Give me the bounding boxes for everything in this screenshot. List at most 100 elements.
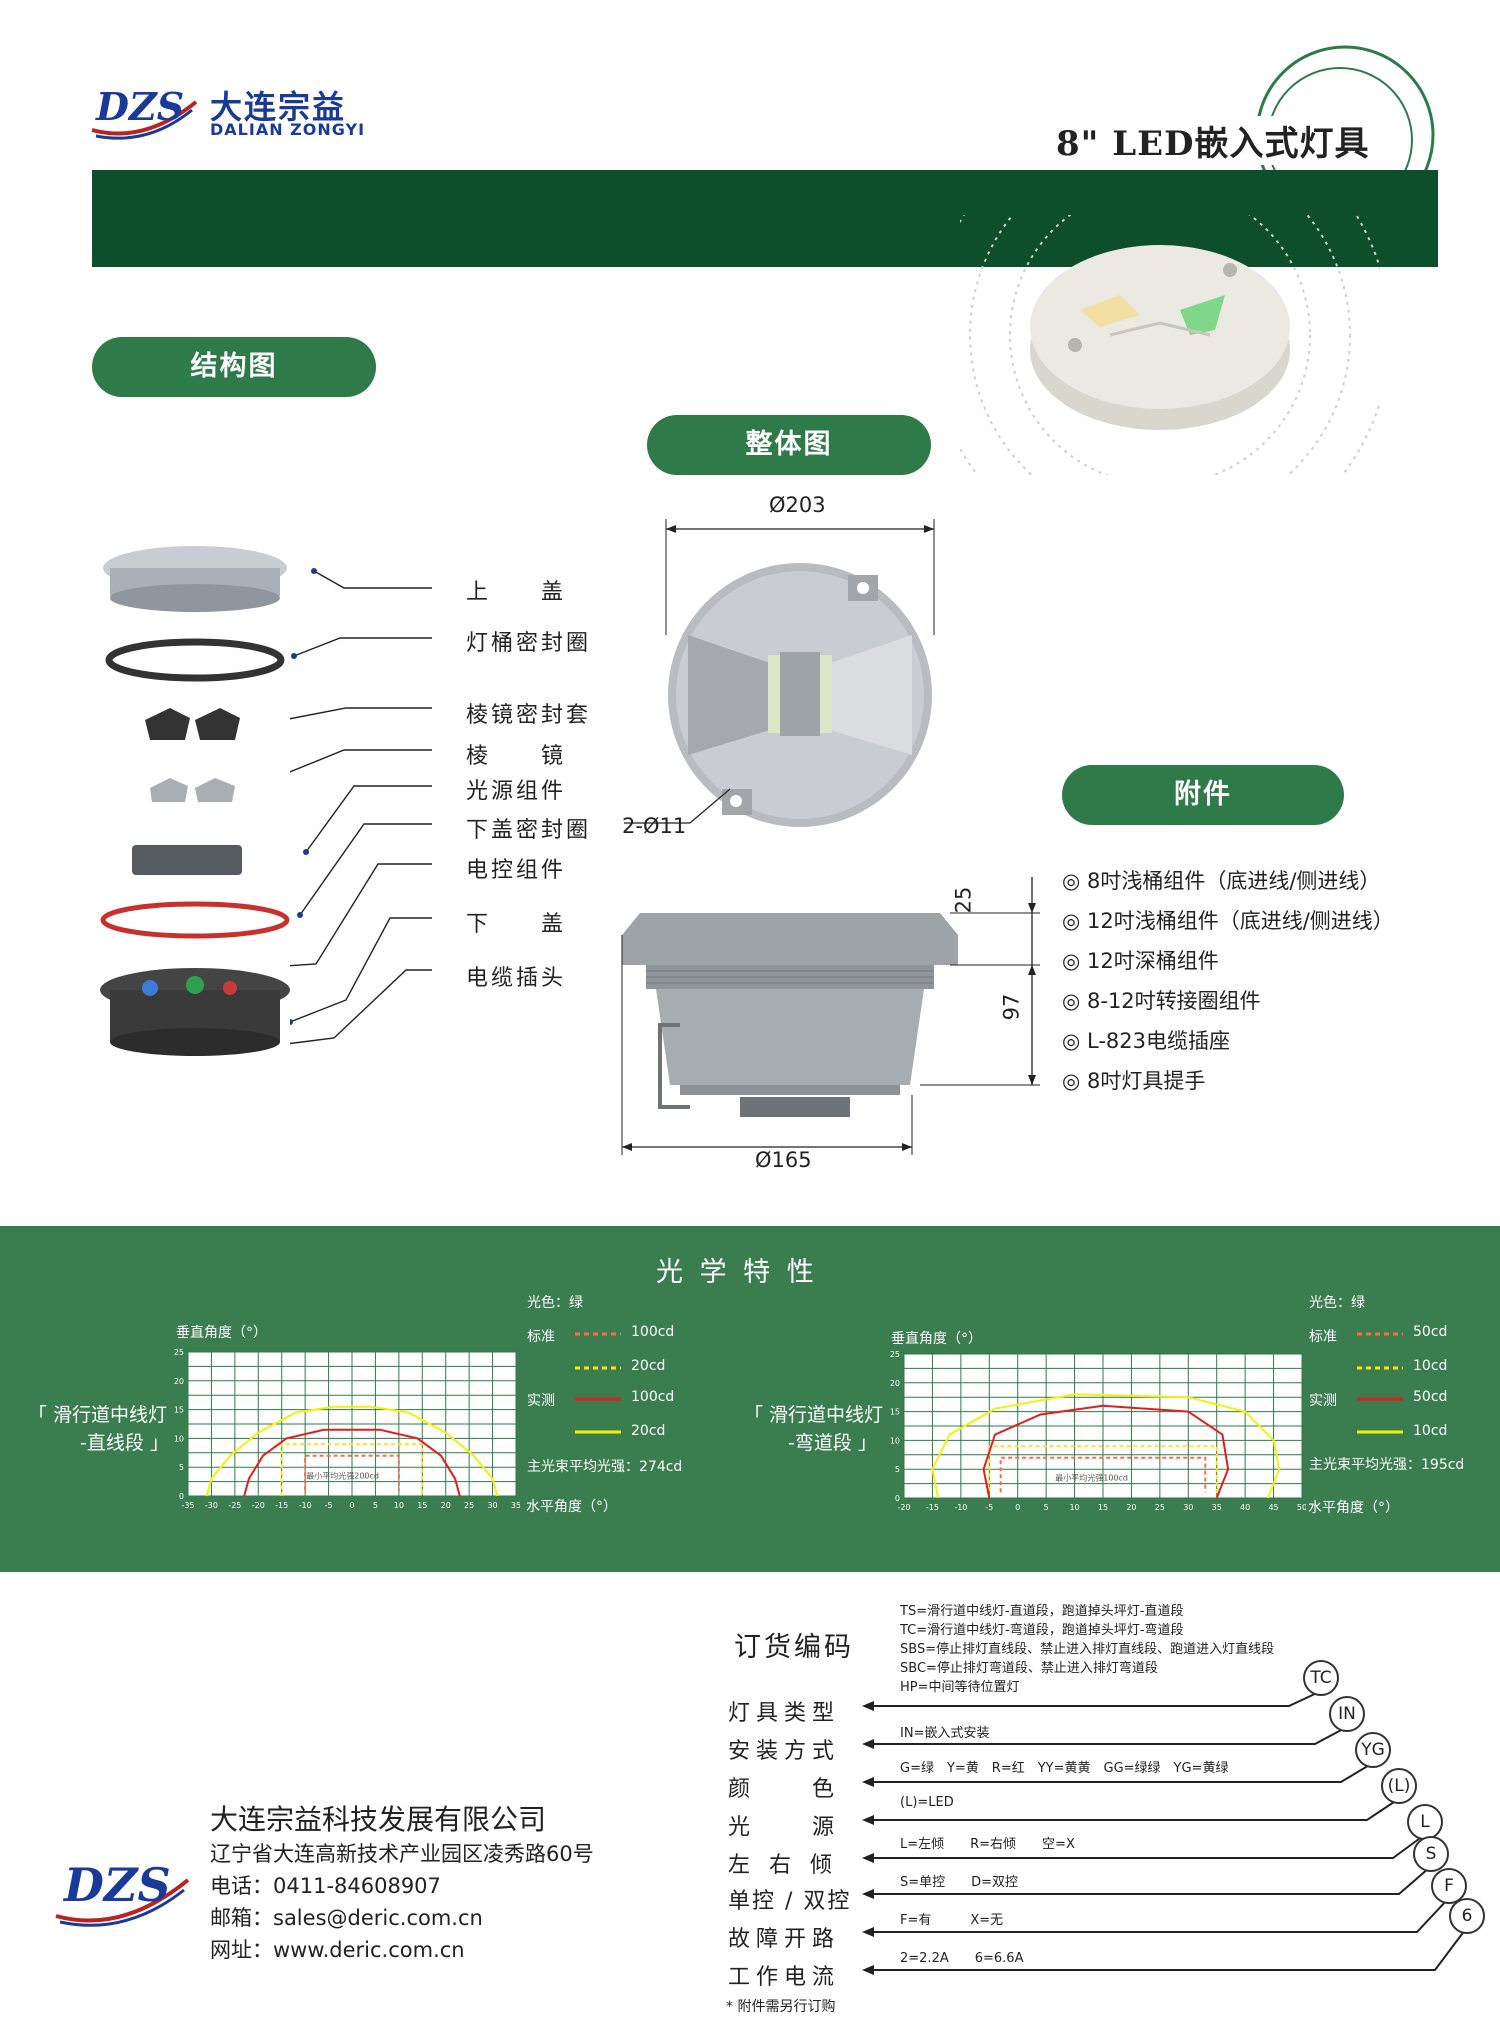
dim-height-body: 97 (999, 993, 1024, 1021)
part-label: 棱 镜 (466, 744, 567, 769)
order-arrowhead (862, 1853, 874, 1863)
right-legend-meas-value: 10cd (1413, 1423, 1448, 1439)
order-footnote: * 附件需另行订购 (726, 1999, 836, 2015)
x-tick-label: 10 (394, 1501, 404, 1510)
right-legend-std-value: 50cd (1413, 1324, 1448, 1340)
left-legend-swatches (575, 1332, 621, 1434)
left-avg-intensity: 主光束平均光强：274cd (527, 1459, 683, 1475)
x-tick-label: -25 (228, 1501, 241, 1510)
accessory-item: ◎ 8吋灯具提手 (1062, 1069, 1206, 1093)
structure-leader-lines (290, 568, 432, 1045)
x-tick-label: 5 (1044, 1503, 1049, 1512)
right-legend-std: 标准 (1309, 1329, 1337, 1345)
x-tick-label: -10 (299, 1501, 312, 1510)
order-arrowhead (862, 1815, 874, 1825)
left-chart-y-label: 垂直角度（°） (176, 1325, 267, 1341)
right-chart-y-label: 垂直角度（°） (891, 1331, 982, 1347)
accessory-item: ◎ 8吋浅桶组件（底进线/侧进线） (1062, 869, 1381, 893)
order-connector (872, 1867, 1430, 1895)
order-row-note: S=单控 D=双控 (900, 1875, 1019, 1890)
y-tick-label: 25 (890, 1350, 900, 1359)
dim-top-diameter: Ø203 (769, 493, 826, 517)
right-chart-caption-line1: 「 滑行道中线灯 (744, 1404, 884, 1426)
order-row-note: L=左倾 R=右倾 空=X (900, 1837, 1075, 1852)
right-avg-intensity: 主光束平均光强：195cd (1309, 1457, 1465, 1473)
x-tick-label: -20 (252, 1501, 265, 1510)
y-tick-label: 5 (895, 1465, 900, 1474)
min-intensity-note: 最小平均光强100cd (1055, 1473, 1128, 1483)
company-logo-text: DZS (64, 1858, 171, 1912)
y-tick-label: 10 (890, 1436, 900, 1445)
part-label: 电缆插头 (466, 966, 567, 991)
order-connector (872, 1691, 1320, 1707)
accessory-item: ◎ 12吋浅桶组件（底进线/侧进线） (1062, 909, 1394, 933)
order-row-label: 灯具类型 (728, 1701, 841, 1726)
order-row-label: 故障开路 (728, 1927, 841, 1952)
part-label: 电控组件 (466, 858, 567, 883)
right-chart-x-label: 水平角度（°） (1308, 1500, 1399, 1516)
dim-bottom-diameter: Ø165 (755, 1148, 812, 1172)
order-row-note: G=绿 Y=黄 R=红 YY=黄黄 GG=绿绿 YG=黄绿 (900, 1761, 1229, 1776)
x-tick-label: 30 (1183, 1503, 1193, 1512)
right-light-color: 光色：绿 (1309, 1295, 1365, 1311)
y-tick-label: 15 (174, 1406, 184, 1415)
part-label: 棱镜密封套 (466, 703, 592, 728)
dim-holes: 2-Ø11 (622, 814, 687, 838)
structure-section-title: 结构图 (92, 337, 376, 397)
hole-leader (624, 788, 731, 824)
y-tick-label: 5 (179, 1463, 184, 1472)
x-tick-label: 25 (1155, 1503, 1165, 1512)
order-row-label: 单控 / 双控 (728, 1889, 852, 1914)
order-arrowhead (862, 1889, 874, 1899)
type-note: TC=滑行道中线灯-弯道段，跑道掉头坪灯-弯道段 (900, 1623, 1184, 1638)
company-name-cn: 大连宗益 (210, 88, 347, 126)
order-row-label: 左 右 倾 (728, 1853, 838, 1878)
type-note: SBC=停止排灯弯道段、禁止进入排灯弯道段 (900, 1661, 1158, 1676)
exploded-parts-drawing (100, 546, 290, 1056)
order-row-label: 安装方式 (728, 1739, 841, 1764)
std-100cd-outline (304, 1454, 400, 1491)
order-row-label: 颜 色 (728, 1777, 841, 1802)
company-full-name: 大连宗益科技发展有限公司 (210, 1803, 547, 1836)
std-50cd-outline (999, 1456, 1207, 1493)
y-tick-label: 15 (890, 1408, 900, 1417)
code-circle: IN (1329, 1696, 1365, 1732)
order-row-note: IN=嵌入式安装 (900, 1726, 990, 1741)
x-tick-label: -5 (325, 1501, 333, 1510)
left-legend-std: 标准 (527, 1329, 555, 1345)
x-tick-label: -15 (275, 1501, 288, 1510)
order-connector (872, 1763, 1372, 1783)
x-tick-label: 15 (1098, 1503, 1108, 1512)
optics-section-title: 光 学 特 性 (656, 1257, 818, 1288)
meas-100cd-curve (243, 1428, 461, 1497)
part-label: 灯桶密封圈 (466, 631, 592, 656)
order-code-title: 订货编码 (734, 1632, 854, 1663)
order-arrowhead (862, 1927, 874, 1937)
y-tick-label: 25 (174, 1348, 184, 1357)
meas-10cd-curve (931, 1393, 1281, 1499)
x-tick-label: -30 (205, 1501, 218, 1510)
logo-mark (91, 100, 198, 140)
x-tick-label: 5 (373, 1501, 378, 1510)
min-intensity-note: 最小平均光强200cd (306, 1471, 379, 1481)
left-chart-caption-line2: -直线段 」 (80, 1432, 169, 1454)
product-title: 8" LED嵌入式灯具 (1050, 116, 1376, 165)
meas-50cd-curve (982, 1404, 1230, 1499)
y-tick-label: 20 (174, 1377, 184, 1386)
x-tick-label: 30 (487, 1501, 497, 1510)
order-connector (872, 1799, 1398, 1821)
code-circle: (L) (1381, 1768, 1417, 1804)
accessory-item: ◎ 12吋深桶组件 (1062, 949, 1219, 973)
right-chart-caption-line2: -弯道段 」 (788, 1432, 877, 1454)
code-circle: S (1413, 1836, 1449, 1872)
x-tick-label: -35 (181, 1501, 194, 1510)
accessory-item: ◎ L-823电缆插座 (1062, 1029, 1230, 1053)
x-tick-label: 0 (349, 1501, 354, 1510)
order-connector (872, 1727, 1346, 1745)
company-email: 邮箱：sales@deric.com.cn (210, 1906, 483, 1930)
right-legend-meas-value: 50cd (1413, 1389, 1448, 1405)
x-tick-label: 40 (1240, 1503, 1250, 1512)
code-circle: L (1407, 1804, 1443, 1840)
